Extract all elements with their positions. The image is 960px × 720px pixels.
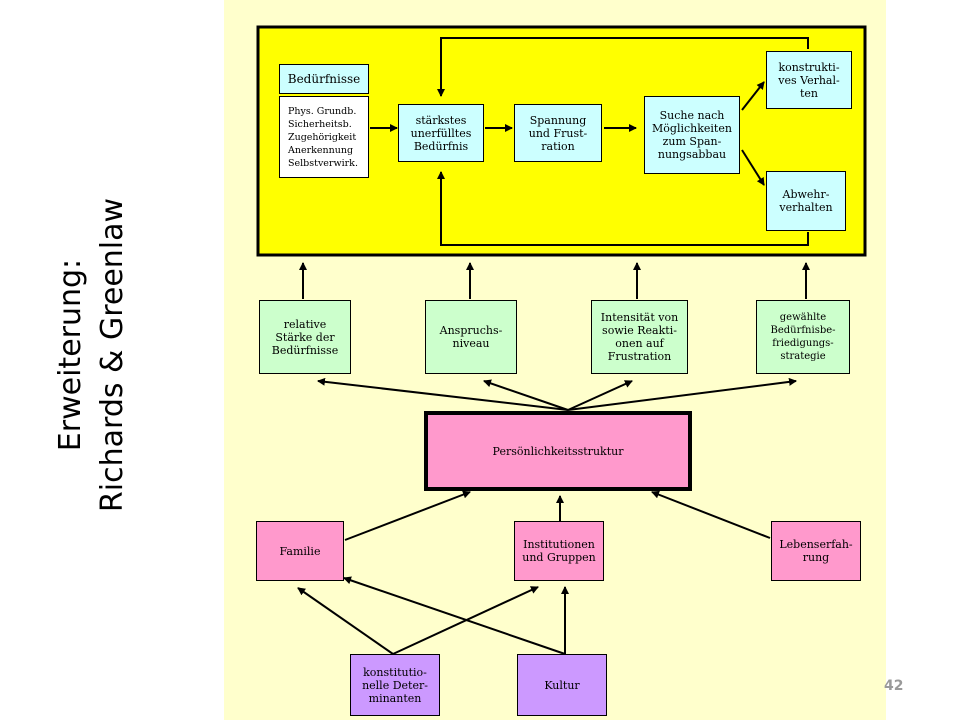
abwehr-box: Abwehr- verhalten bbox=[766, 171, 846, 231]
arrow-search-to-constructive bbox=[741, 81, 765, 111]
arrow-search-to-defense bbox=[741, 149, 765, 186]
intensitaet-box: Intensität von sowie Reakti- onen auf Fr… bbox=[591, 300, 688, 374]
suche-box: Suche nach Möglichkeiten zum Span- nungs… bbox=[644, 96, 740, 174]
lebenserfahrung-box: Lebenserfah- rung bbox=[771, 521, 861, 581]
arrow-lebenserfahrung-to-personality bbox=[651, 490, 771, 539]
institutionen-box: Institutionen und Gruppen bbox=[514, 521, 604, 581]
konstitution-box: konstitutio- nelle Deter- minanten bbox=[350, 654, 440, 716]
beduerfnisse-list-box: Phys. Grundb. Sicherheitsb. Zugehörigkei… bbox=[279, 96, 369, 178]
arrow-familie-to-personality bbox=[344, 490, 471, 541]
gewaehlte-strategie-box: gewählte Bedürfnisbe- friedigungs- strat… bbox=[756, 300, 850, 374]
arrow-personality-to-relative bbox=[317, 377, 569, 411]
anspruchsniveau-box: Anspruchs- niveau bbox=[425, 300, 517, 374]
staerkstes-beduerfnis-box: stärkstes unerfülltes Bedürfnis bbox=[398, 104, 484, 162]
arrow-personality-to-anspruch bbox=[483, 379, 569, 411]
page-number: 42 bbox=[884, 678, 904, 694]
konstruktiv-box: konstrukti- ves Verhal- ten bbox=[766, 51, 852, 109]
spannung-box: Spannung und Frust- ration bbox=[514, 104, 602, 162]
arrow-feedback-bottom bbox=[437, 171, 809, 246]
relative-staerke-box: relative Stärke der Bedürfnisse bbox=[259, 300, 351, 374]
persoenlichkeitsstruktur-box: Persönlichkeitsstruktur bbox=[424, 411, 692, 491]
arrow-personality-to-intensitaet bbox=[567, 380, 633, 411]
familie-box: Familie bbox=[256, 521, 344, 581]
arrow-personality-to-gewaehlte bbox=[567, 377, 797, 411]
arrow-kultur-to-familie bbox=[343, 576, 566, 655]
beduerfnisse-header-box: Bedürfnisse bbox=[279, 64, 369, 94]
arrow-konstitution-to-familie bbox=[297, 587, 394, 655]
arrow-feedback-top bbox=[437, 37, 809, 97]
kultur-box: Kultur bbox=[517, 654, 607, 716]
